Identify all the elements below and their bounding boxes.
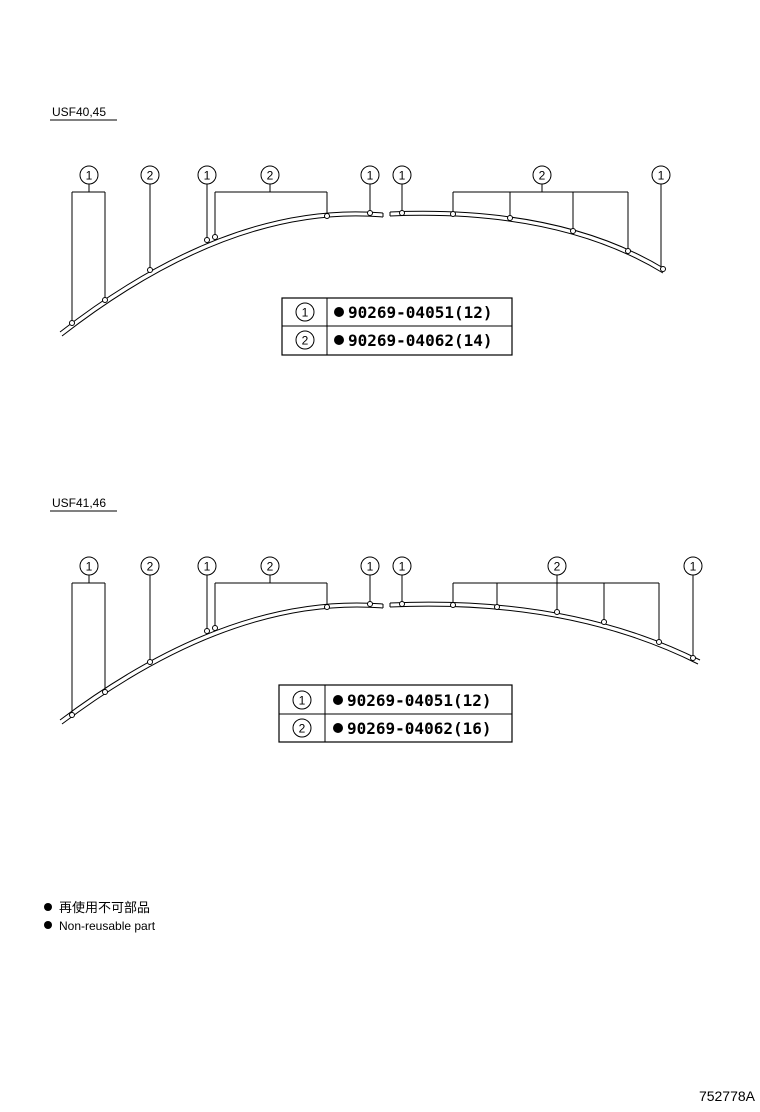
bullet-icon xyxy=(44,921,52,929)
callout-1: 1 xyxy=(360,165,380,185)
svg-text:1: 1 xyxy=(86,169,93,183)
callout-2: 2 xyxy=(260,165,280,185)
svg-text:1: 1 xyxy=(399,560,406,574)
non-reusable-bullet-icon xyxy=(334,307,344,317)
svg-text:1: 1 xyxy=(399,169,406,183)
callouts: 1 2 1 2 1 1 2 1 xyxy=(79,165,671,185)
legend-mark: 1 xyxy=(302,306,309,320)
legend-row: 2 90269-04062(14) xyxy=(295,330,493,350)
molding-right-inner xyxy=(389,214,664,274)
molding-right-inner xyxy=(389,605,699,665)
callouts: 1 2 1 2 1 1 2 1 xyxy=(79,556,703,576)
callout-2: 2 xyxy=(547,556,567,576)
legend-table: 1 90269-04051(12) 2 90269-04062(16) xyxy=(278,684,513,743)
section-title: USF41,46 xyxy=(52,496,106,510)
molding-left-outer xyxy=(59,602,384,721)
notes: 再使用不可部品 Non-reusable part xyxy=(44,900,156,933)
bullet-icon xyxy=(44,903,52,911)
note-jp: 再使用不可部品 xyxy=(59,900,150,915)
non-reusable-bullet-icon xyxy=(333,695,343,705)
legend-mark: 2 xyxy=(302,334,309,348)
legend-table: 1 90269-04051(12) 2 90269-04062(14) xyxy=(281,297,513,356)
callout-1: 1 xyxy=(79,556,99,576)
svg-text:1: 1 xyxy=(367,560,374,574)
callout-1: 1 xyxy=(392,556,412,576)
leader-lines xyxy=(71,575,694,715)
section-title: USF40,45 xyxy=(52,105,106,119)
svg-text:1: 1 xyxy=(367,169,374,183)
callout-1: 1 xyxy=(197,165,217,185)
leader-lines xyxy=(71,184,662,323)
callout-2: 2 xyxy=(532,165,552,185)
part-number: 90269-04062(14) xyxy=(348,331,493,350)
section-usf41-46: USF41,46 xyxy=(50,496,703,743)
legend-row: 1 90269-04051(12) xyxy=(292,690,492,710)
molding-left-inner xyxy=(61,215,384,337)
molding-right-outer xyxy=(389,210,666,270)
callout-1: 1 xyxy=(683,556,703,576)
svg-text:1: 1 xyxy=(658,169,665,183)
note-en: Non-reusable part xyxy=(59,919,156,933)
svg-text:2: 2 xyxy=(554,560,561,574)
part-number: 90269-04051(12) xyxy=(348,303,493,322)
svg-text:1: 1 xyxy=(204,560,211,574)
part-number: 90269-04062(16) xyxy=(347,719,492,738)
figure-id: 752778A xyxy=(699,1088,756,1104)
legend-mark: 1 xyxy=(299,694,306,708)
callout-1: 1 xyxy=(197,556,217,576)
callout-2: 2 xyxy=(140,165,160,185)
clip-points xyxy=(69,601,696,718)
section-usf40-45: USF40,45 xyxy=(50,105,671,356)
part-number: 90269-04051(12) xyxy=(347,691,492,710)
clip-points xyxy=(69,210,666,326)
svg-text:1: 1 xyxy=(690,560,697,574)
callout-2: 2 xyxy=(140,556,160,576)
callout-2: 2 xyxy=(260,556,280,576)
legend-row: 1 90269-04051(12) xyxy=(295,302,493,322)
svg-text:1: 1 xyxy=(204,169,211,183)
callout-1: 1 xyxy=(360,556,380,576)
svg-text:1: 1 xyxy=(86,560,93,574)
callout-1: 1 xyxy=(392,165,412,185)
callout-1: 1 xyxy=(79,165,99,185)
svg-text:2: 2 xyxy=(267,169,274,183)
non-reusable-bullet-icon xyxy=(334,335,344,345)
legend-mark: 2 xyxy=(299,722,306,736)
svg-text:2: 2 xyxy=(539,169,546,183)
svg-text:2: 2 xyxy=(147,169,154,183)
callout-1: 1 xyxy=(651,165,671,185)
molding-right-outer xyxy=(389,601,701,661)
legend-row: 2 90269-04062(16) xyxy=(292,718,492,738)
svg-text:2: 2 xyxy=(267,560,274,574)
non-reusable-bullet-icon xyxy=(333,723,343,733)
svg-text:2: 2 xyxy=(147,560,154,574)
